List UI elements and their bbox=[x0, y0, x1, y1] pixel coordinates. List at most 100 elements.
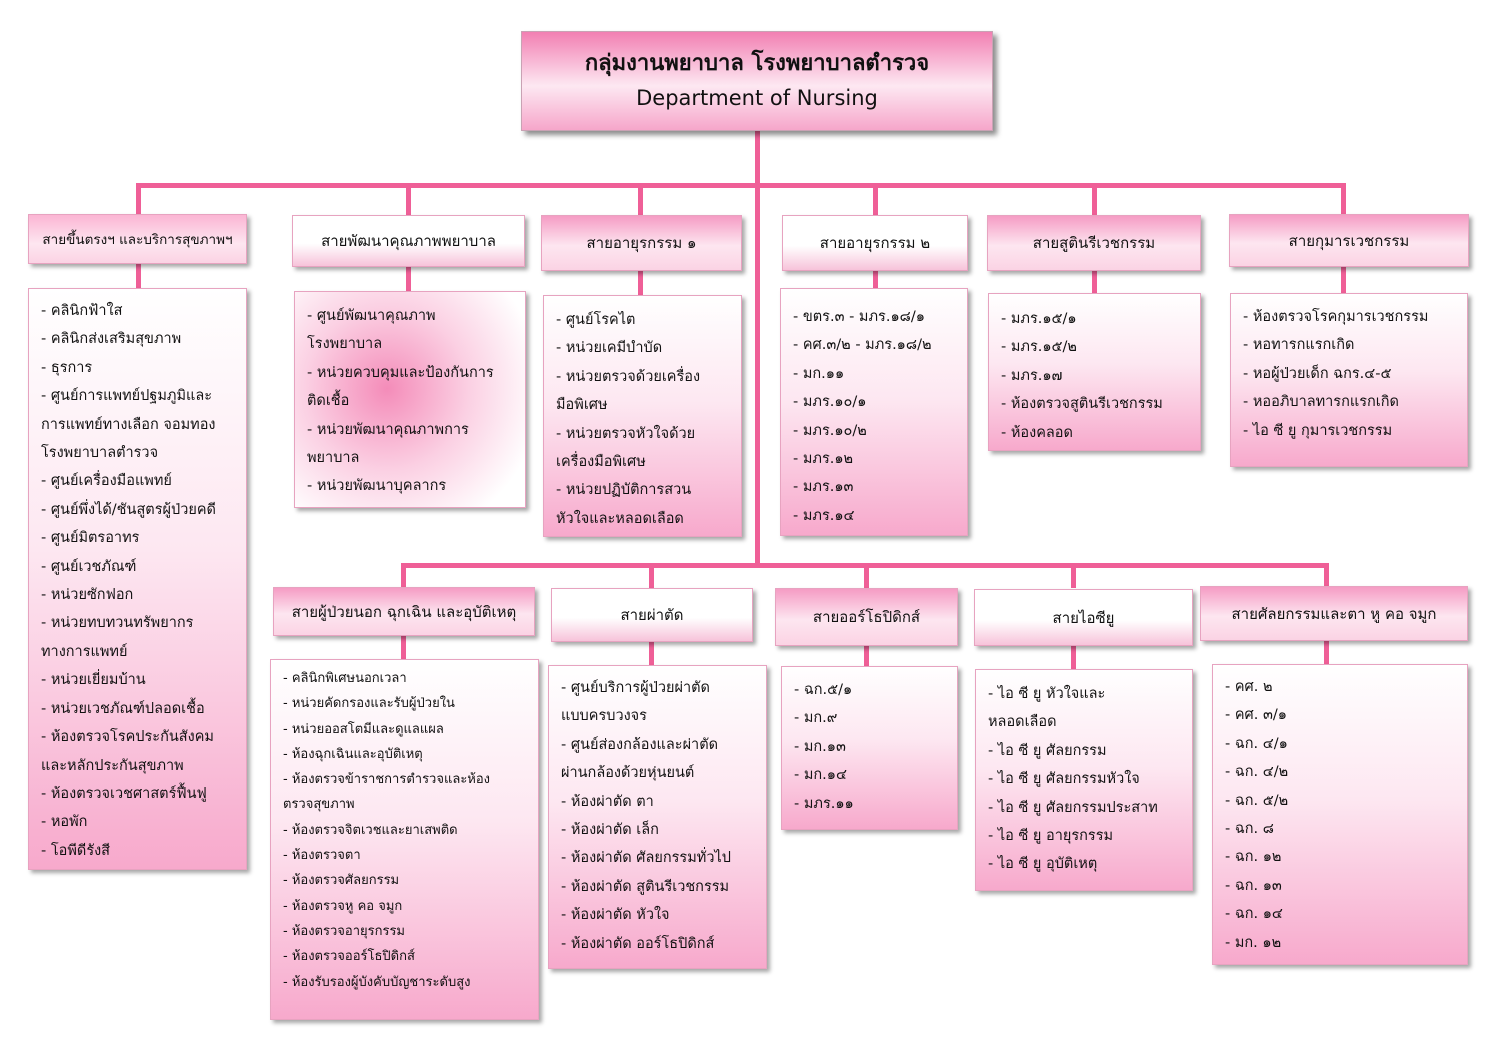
dept-item: - ห้องตรวจโรคกุมารเวชกรรม bbox=[1243, 309, 1429, 325]
dept-item: - หน่วยปฏิบัติการสวน bbox=[556, 482, 692, 499]
dept-header-obgyn: สายสูตินรีเวชกรรม bbox=[987, 215, 1201, 271]
dept-header-label: สายอายุรกรรม ๑ bbox=[586, 234, 697, 252]
dept-item: - ห้องตรวจข้าราชการตำรวจและห้อง bbox=[283, 772, 491, 788]
dept-header-label: สายผ่าตัด bbox=[620, 606, 684, 624]
dept-header-label: สายศัลยกรรมและตา หู คอ จมูก bbox=[1231, 604, 1437, 623]
dept-item: - คศ.๓/๒ - มภร.๑๘/๒ bbox=[793, 337, 932, 354]
dept-item: - ห้องตรวจอายุรกรรม bbox=[283, 923, 406, 939]
connector-drop-bottom-0 bbox=[401, 563, 406, 588]
dept-list-pediatrics: - ห้องตรวจโรคกุมารเวชกรรม- หอทารกแรกเกิด… bbox=[1230, 293, 1468, 467]
dept-item: - ห้องผ่าตัด สูตินรีเวชกรรม bbox=[561, 878, 730, 895]
dept-list-outpatient-emergency: - คลินิกพิเศษนอกเวลา- หน่วยคัดกรองและรับ… bbox=[270, 659, 539, 1020]
dept-item: - ห้องตรวจตา bbox=[283, 848, 361, 864]
connector-drop-top-2 bbox=[638, 183, 643, 216]
connector-hdr-list-top-1 bbox=[406, 267, 411, 291]
dept-list-medicine-2: - ขตร.๓ - มภร.๑๘/๑ - คศ.๓/๒ - มภร.๑๘/๒ - ม… bbox=[780, 288, 968, 536]
dept-header-orthopedics: สายออร์โธปิดิกส์ bbox=[775, 588, 958, 646]
dept-item: - ห้องตรวจศัลยกรรม bbox=[283, 873, 400, 889]
dept-header-label: สายผู้ป่วยนอก ฉุกเฉิน และอุบัติเหตุ bbox=[291, 602, 517, 621]
dept-item: - ไอ ซี ยู กุมารเวชกรรม bbox=[1243, 422, 1393, 439]
dept-item: ทางการแพทย์ bbox=[41, 643, 128, 660]
dept-item: - คศ. ๓/๑ bbox=[1225, 707, 1287, 724]
dept-item: - มภร.๑๑ bbox=[794, 795, 854, 812]
dept-item: - ห้องผ่าตัด ศัลยกรรมทั่วไป bbox=[561, 850, 731, 867]
dept-item: - คลินิกพิเศษนอกเวลา bbox=[283, 671, 407, 686]
dept-item: ตรวจสุขภาพ bbox=[283, 797, 355, 813]
dept-item: - มก.๑๓ bbox=[794, 738, 846, 755]
dept-item: - ฉก. ๔/๒ bbox=[1225, 764, 1289, 781]
dept-item: - มภร.๑๔ bbox=[793, 507, 855, 524]
connector-drop-top-5 bbox=[1341, 183, 1346, 216]
dept-item: - หน่วยตรวจหัวใจด้วย bbox=[556, 425, 696, 442]
dept-item: - มภร.๑๕/๒ bbox=[1001, 339, 1077, 356]
dept-items: - มภร.๑๕/๑- มภร.๑๕/๒- มภร.๑๗- ห้องตรวจสู… bbox=[1001, 305, 1190, 447]
dept-list-obgyn: - มภร.๑๕/๑- มภร.๑๕/๒- มภร.๑๗- ห้องตรวจสู… bbox=[988, 293, 1201, 451]
dept-item: - ศูนย์บริการผู้ป่วยผ่าตัด bbox=[561, 680, 710, 696]
dept-item: มือพิเศษ bbox=[556, 397, 608, 414]
dept-items: - ศูนย์บริการผู้ป่วยผ่าตัดแบบครบวงจร- ศู… bbox=[561, 674, 756, 958]
dept-item: - ศูนย์โรคไต bbox=[556, 312, 636, 328]
dept-item: - ศูนย์เวชภัณฑ์ bbox=[41, 558, 137, 575]
dept-item: - ห้องรับรองผู้บังคับบัญชาระดับสูง bbox=[283, 974, 471, 990]
dept-item: โรงพยาบาล bbox=[307, 336, 383, 353]
dept-item: - ฉก. ๔/๑ bbox=[1225, 735, 1288, 752]
connector-drop-top-1 bbox=[406, 183, 411, 216]
dept-item: - หอผู้ป่วยเด็ก ฉกร.๔-๕ bbox=[1243, 365, 1392, 382]
connector-hdr-list-top-3 bbox=[873, 271, 878, 288]
dept-header-label: สายไอซียู bbox=[1052, 608, 1115, 627]
dept-item: - ศูนย์เครื่องมือแพทย์ bbox=[41, 473, 172, 490]
dept-header-medicine-2: สายอายุรกรรม ๒ bbox=[782, 215, 968, 271]
dept-item: - หน่วยพัฒนาคุณภาพการ bbox=[307, 421, 469, 438]
dept-items: - คศ. ๒ - คศ. ๓/๑ - ฉก. ๔/๑ - ฉก. ๔/๒ - ฉก. … bbox=[1225, 673, 1457, 957]
dept-item: - ห้องตรวจเวชศาสตร์ฟื้นฟู bbox=[41, 785, 207, 802]
dept-item: - ไอ ซี ยู อุบัติเหตุ bbox=[988, 856, 1098, 873]
dept-item: - ห้องตรวจจิตเวชและยาเสพติด bbox=[283, 822, 458, 838]
dept-items: - ศูนย์โรคไต- หน่วยเคมีบำบัด- หน่วยตรวจด… bbox=[556, 306, 731, 533]
dept-item: - หน่วยควบคุมและป้องกันการ bbox=[307, 364, 494, 381]
dept-item: - ฉก. ๘ bbox=[1225, 821, 1274, 838]
org-chart-title-box: กลุ่มงานพยาบาล โรงพยาบาลตำรวจ Department… bbox=[521, 31, 993, 131]
connector-top-bus bbox=[136, 183, 1346, 188]
dept-item: หลอดเลือด bbox=[988, 714, 1057, 731]
dept-item: - ไอ ซี ยู ศัลยกรรมประสาท bbox=[988, 799, 1158, 816]
connector-hdr-list-bottom-4 bbox=[1324, 641, 1329, 664]
dept-item: การแพทย์ทางเลือก จอมทอง bbox=[41, 416, 216, 433]
dept-item: - คศ. ๒ bbox=[1225, 679, 1273, 695]
connector-drop-bottom-2 bbox=[864, 563, 869, 588]
dept-header-icu: สายไอซียู bbox=[974, 589, 1193, 646]
dept-item: - ห้องผ่าตัด หัวใจ bbox=[561, 907, 670, 924]
dept-item: - ห้องตรวจสูตินรีเวชกรรม bbox=[1001, 396, 1163, 413]
dept-item: - ห้องตรวจโรคประกันสังคม bbox=[41, 729, 214, 746]
dept-header-label: สายกุมารเวชกรรม bbox=[1288, 231, 1410, 250]
dept-item: - ไอ ซี ยู ศัลยกรรม bbox=[988, 742, 1107, 759]
dept-item: - มภร.๑๓ bbox=[793, 479, 854, 496]
connector-hdr-list-top-4 bbox=[1092, 271, 1097, 293]
connector-drop-bottom-4 bbox=[1324, 563, 1329, 588]
dept-item: - ขตร.๓ - มภร.๑๘/๑ bbox=[793, 309, 925, 325]
connector-hdr-list-bottom-0 bbox=[401, 636, 406, 659]
dept-header-pediatrics: สายกุมารเวชกรรม bbox=[1229, 214, 1469, 267]
dept-item: - หน่วยเวชภัณฑ์ปลอดเชื้อ bbox=[41, 700, 205, 717]
dept-item: - ศูนย์การแพทย์ปฐมภูมิและ bbox=[41, 388, 213, 405]
dept-item: - หน่วยพัฒนาบุคลากร bbox=[307, 478, 447, 495]
dept-list-medicine-1: - ศูนย์โรคไต- หน่วยเคมีบำบัด- หน่วยตรวจด… bbox=[543, 295, 742, 537]
dept-item: - มก.๙ bbox=[794, 710, 838, 727]
dept-list-orthopedics: - ฉก.๕/๑- มก.๙- มก.๑๓- มก.๑๔- มภร.๑๑ bbox=[781, 666, 958, 830]
dept-item: - ห้องตรวจหู คอ จมูก bbox=[283, 898, 403, 914]
connector-drop-top-4 bbox=[1092, 183, 1097, 216]
dept-item: - ศูนย์พึ่งได้/ชันสูตรผู้ป่วยคดี bbox=[41, 501, 216, 518]
dept-list-surgery-ent: - คศ. ๒ - คศ. ๓/๑ - ฉก. ๔/๑ - ฉก. ๔/๒ - ฉก. … bbox=[1212, 664, 1468, 965]
dept-item: - ห้องคลอด bbox=[1001, 424, 1073, 441]
dept-item: - หน่วยเคมีบำบัด bbox=[556, 340, 663, 357]
connector-drop-bottom-3 bbox=[1071, 563, 1076, 588]
dept-item: - มภร.๑๒ bbox=[793, 451, 854, 468]
dept-item: - มภร.๑๐/๑ bbox=[793, 394, 867, 411]
dept-item: - ไอ ซี ยู ศัลยกรรมหัวใจ bbox=[988, 771, 1140, 788]
connector-hdr-list-top-5 bbox=[1341, 267, 1346, 293]
dept-item: - ฉก. ๑๓ bbox=[1225, 877, 1282, 894]
dept-item: แบบครบวงจร bbox=[561, 708, 647, 725]
dept-item: - ห้องผ่าตัด ตา bbox=[561, 793, 654, 810]
dept-header-direct-services: สายขึ้นตรงฯ และบริการสุขภาพฯ bbox=[28, 214, 247, 264]
dept-list-direct-services: - คลินิกฟ้าใส- คลินิกส่งเสริมสุขภาพ- ธุร… bbox=[28, 288, 247, 870]
dept-item: และหลักประกันสุขภาพ bbox=[41, 757, 184, 774]
